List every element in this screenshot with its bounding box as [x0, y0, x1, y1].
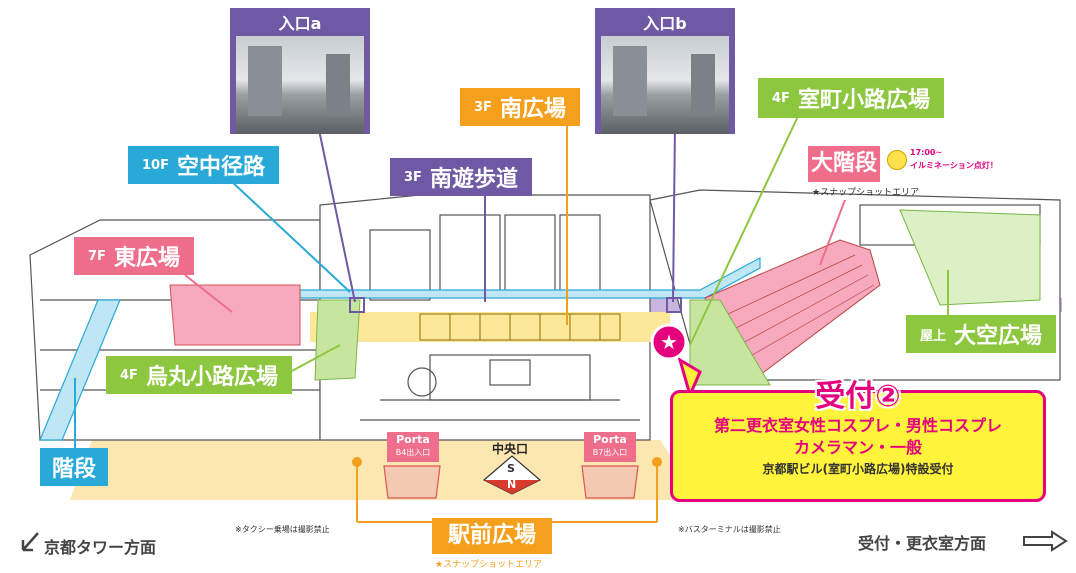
label-porta-b4: Porta B4出入口	[387, 432, 439, 462]
daikaidan-illumination: イルミネーション点灯！	[910, 161, 998, 170]
lightbulb-icon	[887, 150, 907, 170]
corridor-yellow	[310, 312, 670, 342]
reception-title: 受付②	[815, 379, 901, 414]
compass-s: S	[507, 462, 515, 475]
reception-line1: 第二更衣室女性コスプレ・男性コスプレ	[713, 416, 1002, 435]
entrance-b-photo	[601, 36, 729, 134]
label-muromachi-plaza: 4F 室町小路広場	[758, 78, 944, 118]
reception-line3: 京都駅ビル(室町小路広場)特設受付	[762, 462, 954, 476]
rooftop-area	[899, 209, 1041, 306]
entrance-b-panel: 入口b	[595, 8, 735, 134]
arrow-right-icon	[1023, 530, 1068, 552]
compass-n: N	[507, 478, 517, 491]
label-rooftop: 屋上 大空広場	[906, 315, 1057, 353]
taxi-note: ※タクシー乗場は撮影禁止	[235, 525, 330, 534]
label-central-exit: 中央口	[492, 442, 529, 456]
label-sky-corridor: 10F 空中径路	[128, 146, 279, 184]
direction-kyoto-tower: 京都タワー方面	[44, 538, 157, 557]
daikaidan-note: ★スナップショットエリア	[812, 188, 920, 198]
label-daikaidan: 大階段	[808, 146, 880, 182]
stairs-path	[39, 299, 121, 441]
label-east-plaza: 7F 東広場	[74, 237, 194, 275]
entrance-a-panel: 入口a	[230, 8, 370, 134]
entrance-a-photo	[236, 36, 364, 134]
daikaidan-time: 17:00~	[910, 148, 943, 157]
label-south-walkway: 3F 南遊歩道	[390, 158, 532, 196]
entrance-b-title: 入口b	[643, 14, 687, 33]
reception-line2: カメラマン・一般	[793, 438, 922, 457]
east-plaza-area	[169, 284, 301, 346]
label-south-plaza: 3F 南広場	[460, 88, 580, 126]
ekimae-note: ★スナップショットエリア	[435, 560, 543, 570]
karasuma-area	[314, 299, 361, 381]
label-karasuma-plaza: 4F 烏丸小路広場	[106, 356, 292, 394]
muromachi-area	[689, 299, 771, 386]
direction-reception: 受付・更衣室方面	[858, 534, 987, 553]
arrow-down-left-icon	[21, 532, 39, 552]
label-porta-b7: Porta B7出入口	[584, 432, 636, 462]
label-stairs: 階段	[40, 448, 109, 486]
label-ekimae-plaza: 駅前広場	[432, 518, 553, 554]
bus-note: ※バスターミナルは撮影禁止	[678, 525, 781, 534]
svg-text:★: ★	[660, 330, 678, 354]
reception-marker	[650, 323, 688, 361]
entrance-a-title: 入口a	[278, 14, 322, 33]
reception-box: 受付② 第二更衣室女性コスプレ・男性コスプレ カメラマン・一般 京都駅ビル(室町…	[670, 379, 1046, 502]
